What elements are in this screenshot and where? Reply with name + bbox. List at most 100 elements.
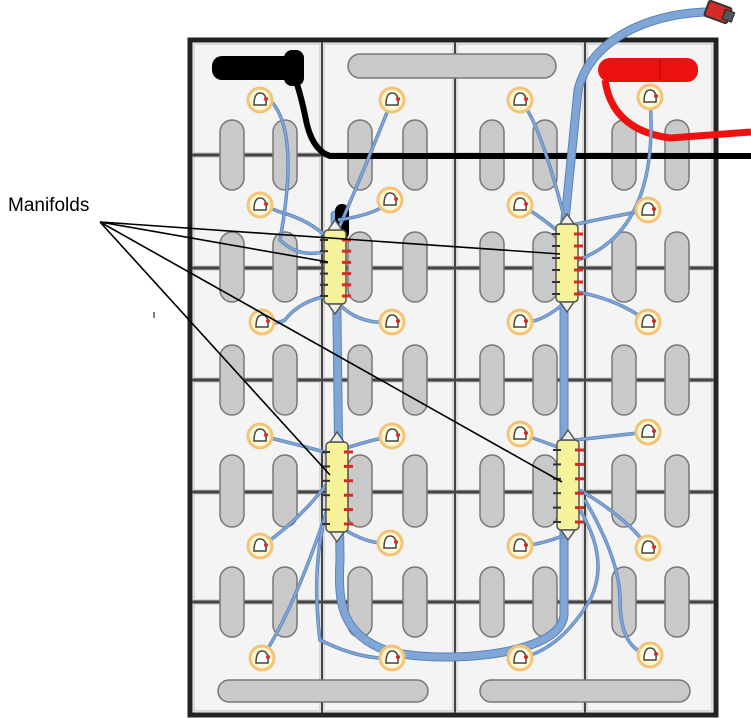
manifold-nozzle <box>342 294 351 298</box>
port-inlet <box>524 202 528 206</box>
manifold-1 <box>320 218 351 316</box>
terminal-post <box>219 344 245 416</box>
terminal-post <box>532 454 558 528</box>
watering-port-icon <box>506 532 534 560</box>
watering-port-icon <box>634 534 662 562</box>
terminal-post <box>219 119 245 191</box>
terminal-post <box>347 231 373 303</box>
feed-hose <box>315 499 393 660</box>
watering-port-icon <box>636 641 664 669</box>
watering-port-icon <box>376 529 404 557</box>
terminal-post <box>479 231 505 303</box>
hose-connector-icon <box>703 0 736 25</box>
manifold-nozzle <box>574 232 583 236</box>
port-inlet <box>524 319 528 323</box>
manifold-nozzle <box>574 292 583 296</box>
terminal-post <box>272 566 298 638</box>
callout-line <box>99 221 563 483</box>
terminal-post <box>219 566 245 638</box>
manifold-nozzle <box>575 491 584 495</box>
watering-port-icon <box>634 196 662 224</box>
manifold-outlet <box>328 531 346 544</box>
main-hose <box>331 8 724 661</box>
manifold-2 <box>552 212 583 314</box>
port-inlet <box>264 433 268 437</box>
terminal-post <box>479 566 505 638</box>
port-inlet <box>652 545 656 549</box>
feed-hose <box>519 509 599 659</box>
port-inlet <box>654 652 658 656</box>
negative-terminal-boot <box>284 50 304 86</box>
port-inlet <box>524 431 528 435</box>
terminal-post <box>664 566 690 638</box>
watering-port-icon <box>376 186 404 214</box>
manifold-nozzle <box>342 283 351 287</box>
manifold-outlet <box>559 529 577 542</box>
port-inlet <box>396 433 400 437</box>
terminal-post <box>272 344 298 416</box>
bottom-right-bus-bar <box>479 679 691 703</box>
manifold-nozzle <box>342 260 351 264</box>
watering-port-icon <box>246 532 274 560</box>
terminal-post <box>479 454 505 528</box>
manifold-nozzle <box>575 520 584 524</box>
port-inlet <box>524 655 528 659</box>
terminal-post <box>402 231 428 303</box>
terminal-post <box>664 454 690 528</box>
watering-port-icon <box>506 308 534 336</box>
callout-line <box>99 221 561 255</box>
manifolds <box>320 212 584 544</box>
terminal-post <box>219 454 245 528</box>
watering-port-icon <box>636 83 664 111</box>
terminal-post <box>402 344 428 416</box>
port-inlet <box>396 319 400 323</box>
watering-port-icon <box>506 86 534 114</box>
terminal-post <box>272 119 298 191</box>
watering-port-icon <box>506 420 534 448</box>
terminal-post <box>532 231 558 303</box>
terminal-post <box>402 454 428 528</box>
watering-port-icon <box>506 191 534 219</box>
terminal-post <box>611 344 637 416</box>
port-inlet <box>264 97 268 101</box>
manifold-nozzle <box>344 508 353 512</box>
manifold-nozzle <box>575 506 584 510</box>
manifold-nozzle <box>575 477 584 481</box>
negative-terminal-icon <box>212 56 302 80</box>
watering-port-icon <box>634 308 662 336</box>
manifold-nozzle <box>574 268 583 272</box>
port-inlet <box>396 655 400 659</box>
manifold-3 <box>322 430 353 544</box>
manifold-inlet <box>328 430 346 443</box>
manifold-inlet <box>326 218 344 231</box>
terminal-post <box>611 231 637 303</box>
watering-port-icon <box>248 644 276 672</box>
watering-port-icon <box>378 86 406 114</box>
manifold-nozzle <box>342 272 351 276</box>
manifold-outlet <box>326 303 344 316</box>
watering-ports <box>246 83 664 672</box>
port-inlet <box>524 97 528 101</box>
watering-port-icon <box>506 644 534 672</box>
terminal-post <box>347 344 373 416</box>
manifold-callout-lines <box>99 221 563 483</box>
watering-port-icon <box>378 644 406 672</box>
watering-port-icon <box>634 418 662 446</box>
terminal-post <box>532 566 558 638</box>
terminal-post <box>219 231 245 303</box>
watering-port-icon <box>246 422 274 450</box>
manifold-nozzle <box>574 256 583 260</box>
manifold-nozzle <box>344 464 353 468</box>
manifold-body <box>325 441 349 533</box>
terminal-cables <box>212 50 751 159</box>
positive-terminal-icon <box>600 58 698 82</box>
port-inlet <box>394 540 398 544</box>
manifold-nozzle <box>344 450 353 454</box>
battery-tray-frame <box>187 37 719 718</box>
manifold-nozzle <box>344 479 353 483</box>
top-bus-bar <box>347 53 557 79</box>
battery-cells <box>187 37 719 718</box>
terminal-post <box>532 344 558 416</box>
callout-line <box>99 221 329 263</box>
